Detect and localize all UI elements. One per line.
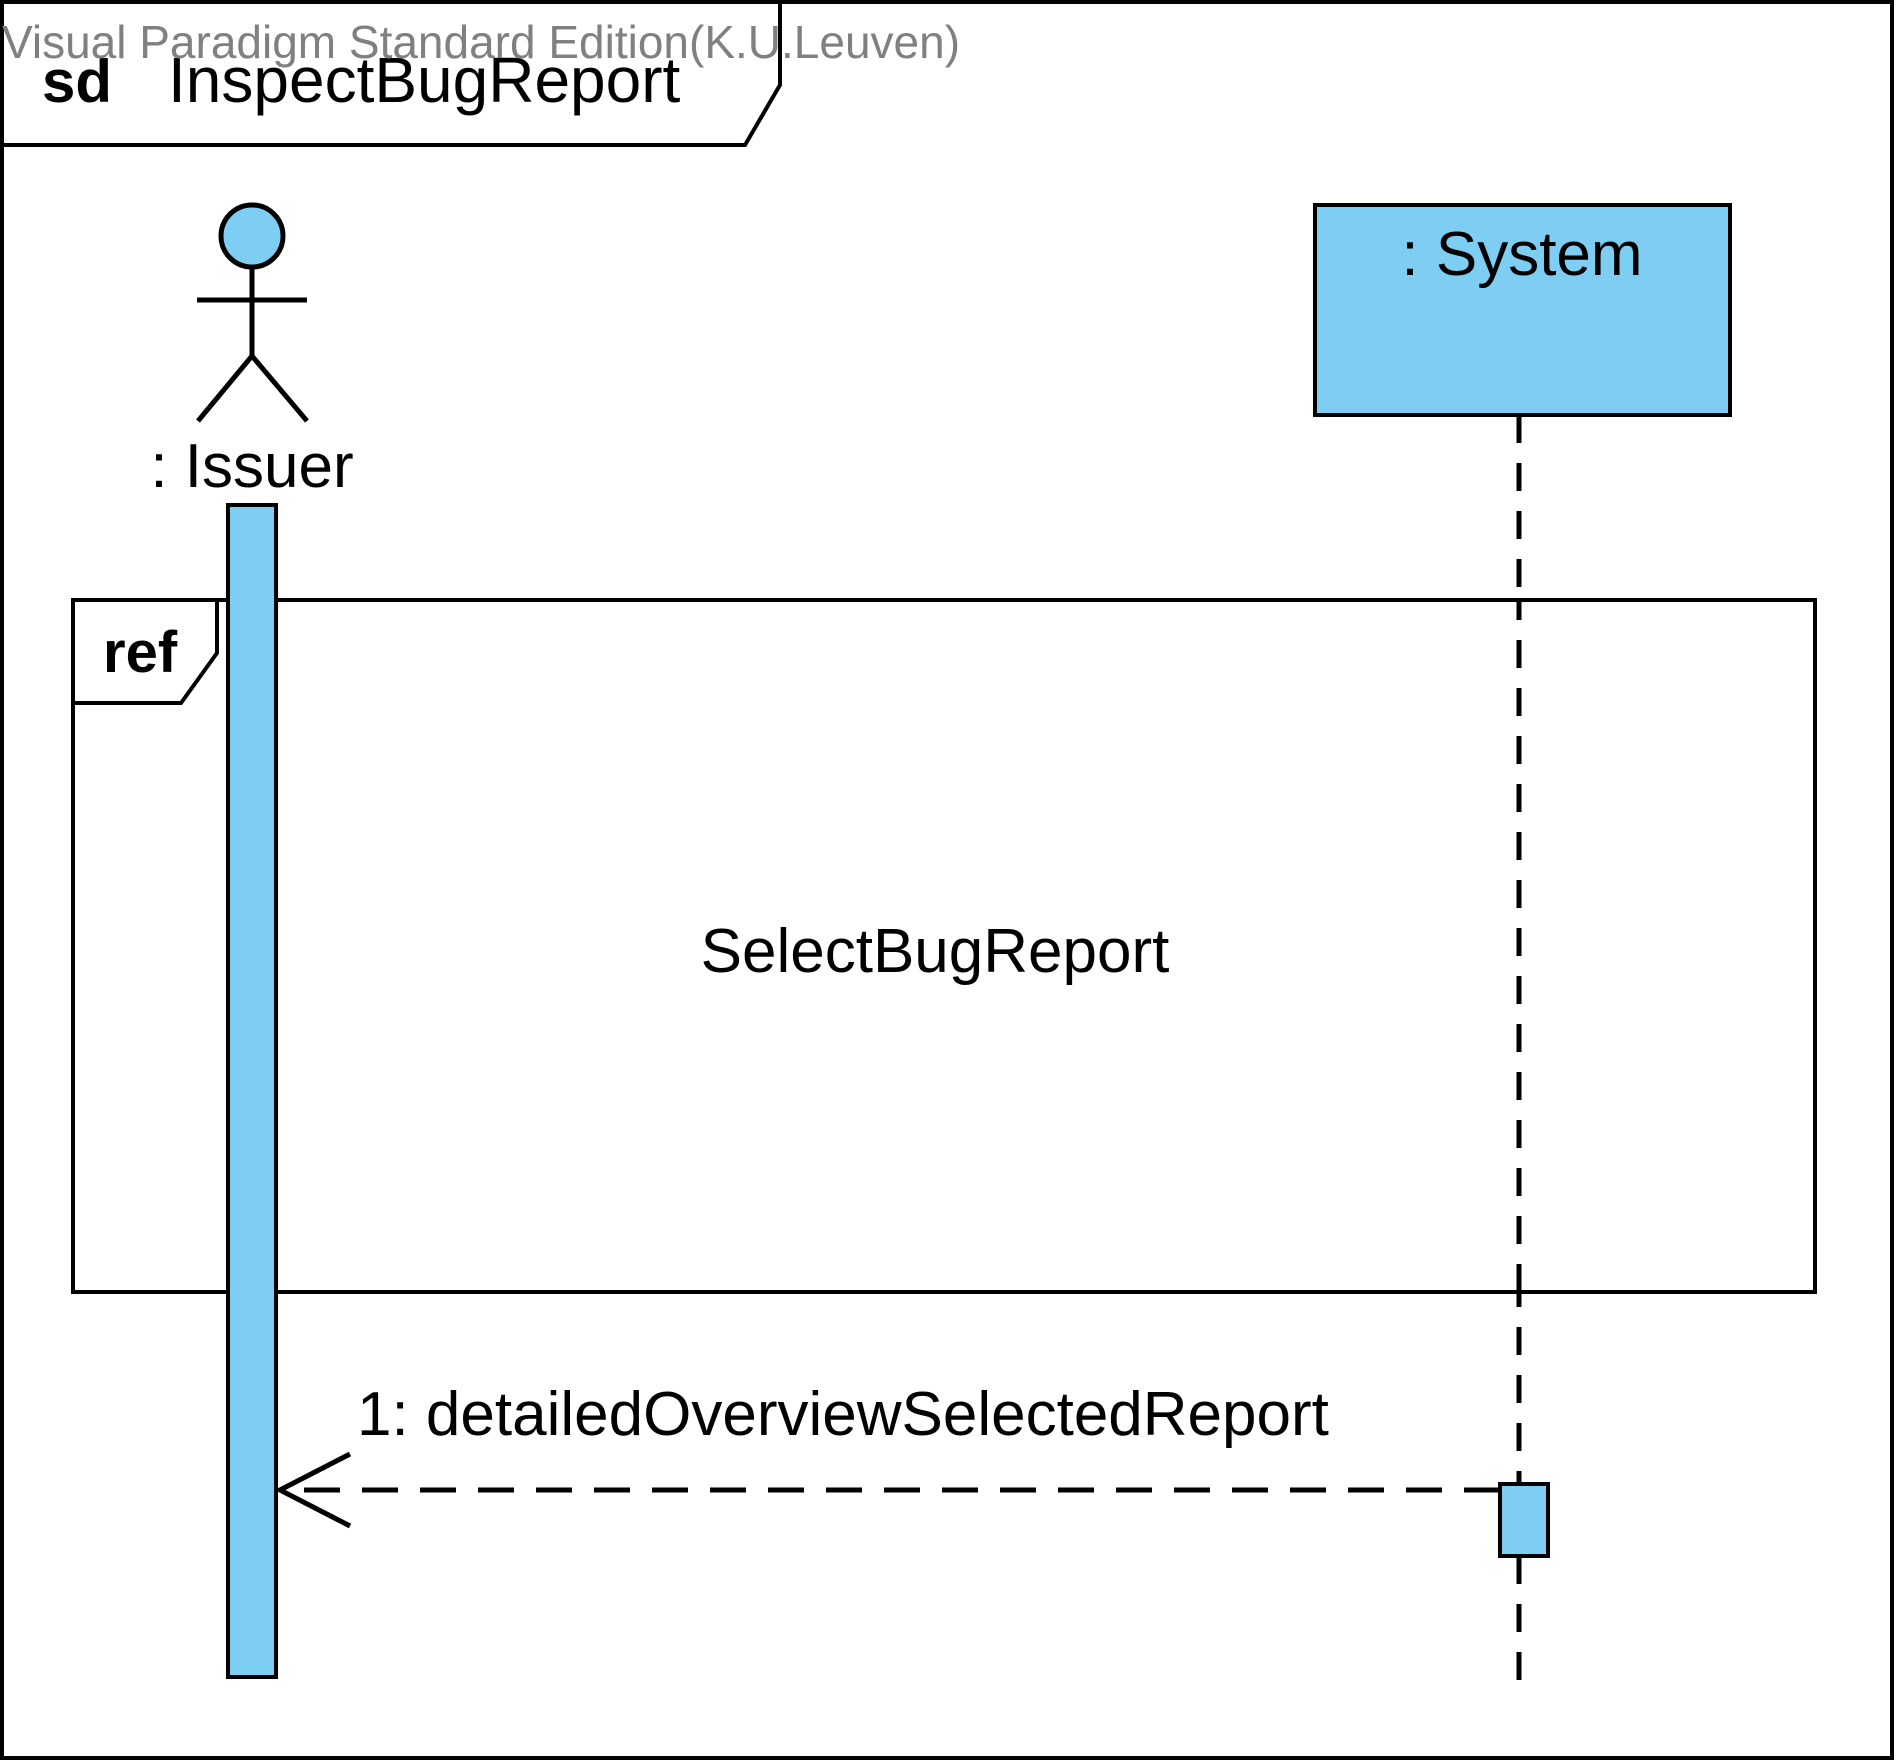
actor-left-leg	[196, 354, 254, 423]
ref-frame	[71, 598, 1817, 1294]
sd-keyword: sd	[42, 48, 112, 115]
ref-keyword: ref	[103, 620, 178, 685]
message-label: 1: detailedOverviewSelectedReport	[357, 1380, 1329, 1449]
activation-system	[1498, 1482, 1550, 1558]
lifeline-head-system	[1313, 203, 1732, 417]
activation-issuer	[226, 503, 278, 1679]
ref-interaction-name: SelectBugReport	[701, 917, 1170, 986]
ref-frame-tab	[73, 600, 219, 705]
actor-head	[218, 202, 286, 270]
sd-frame-title: InspectBugReport	[168, 44, 681, 116]
sd-frame-tab	[2, 2, 782, 147]
edition-watermark: Visual Paradigm Standard Edition(K.U.Leu…	[2, 16, 960, 68]
actor-issuer	[196, 202, 309, 423]
lifeline-label-issuer: : Issuer	[150, 432, 353, 501]
actor-right-leg	[250, 354, 309, 423]
lifeline-label-system: : System	[1401, 220, 1642, 289]
message-return-arrowhead	[274, 1451, 352, 1529]
